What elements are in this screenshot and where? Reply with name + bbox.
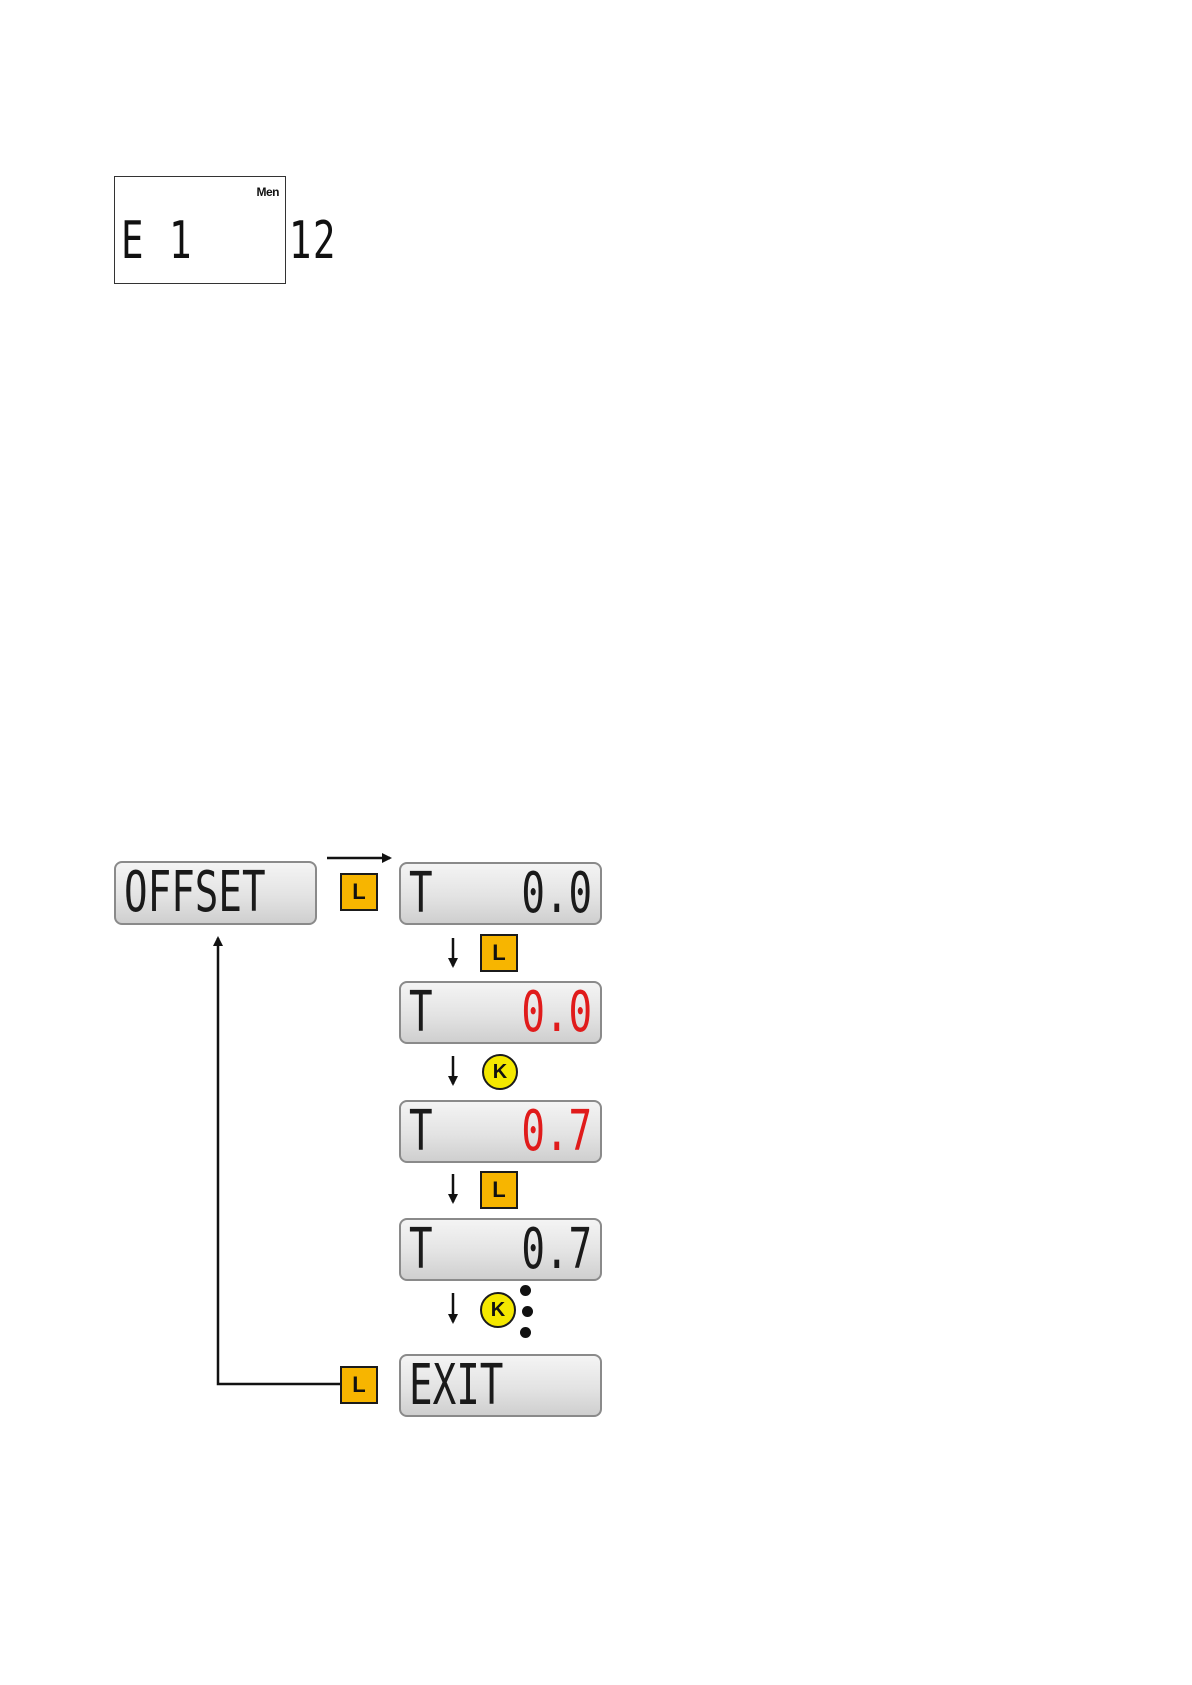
k-key-label: K [491,1299,505,1322]
l-key-icon: L [340,873,378,911]
exit-display: EXIT [399,1354,602,1417]
l-key-label: L [352,879,365,905]
hold-dot-icon [522,1306,533,1317]
step-display-1-value: 0.0 [521,864,592,923]
l-key-label: L [352,1372,365,1398]
step-display-3-label: T [409,1102,433,1161]
step-display-1-label: T [409,864,433,923]
offset-display: OFFSET [114,861,317,925]
step-display-4-value: 0.7 [521,1220,592,1279]
step-display-4: T 0.7 [399,1218,602,1281]
offset-display-text: OFFSET [124,863,266,923]
step-display-4-label: T [409,1220,433,1279]
l-key-label: L [492,1177,505,1203]
k-key-icon: K [482,1054,518,1090]
arrow-exit-to-offset [218,938,340,1384]
l-key-icon: L [340,1366,378,1404]
exit-display-text: EXIT [409,1356,503,1415]
l-key-label: L [492,940,505,966]
l-key-icon: L [480,934,518,972]
step-display-3-value: 0.7 [521,1102,592,1161]
hold-dot-icon [520,1327,531,1338]
step-display-2-label: T [409,983,433,1042]
step-display-2: T 0.0 [399,981,602,1044]
step-display-2-value: 0.0 [521,983,592,1042]
l-key-icon: L [480,1171,518,1209]
hold-dot-icon [520,1285,531,1296]
k-key-label: K [493,1061,507,1084]
step-display-1: T 0.0 [399,862,602,925]
k-key-icon: K [480,1292,516,1328]
step-display-3: T 0.7 [399,1100,602,1163]
